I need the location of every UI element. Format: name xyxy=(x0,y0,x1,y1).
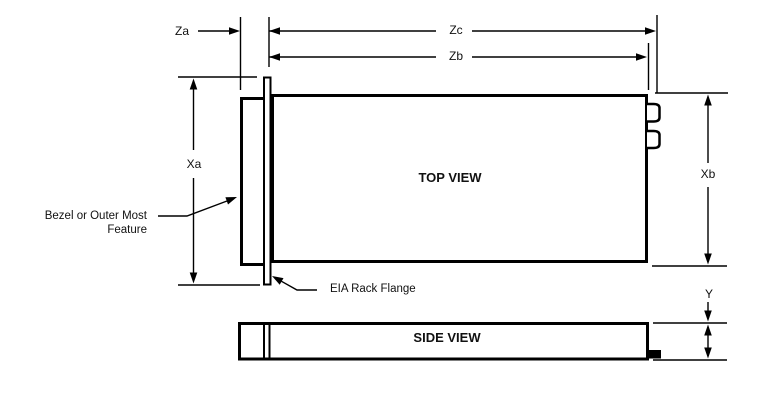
bezel-callout-text: Bezel or Outer Most Feature xyxy=(27,209,147,237)
bezel-callout-line2: Feature xyxy=(107,224,147,236)
za-arrowhead-right xyxy=(229,27,240,35)
zb-arrowhead-left xyxy=(269,53,280,61)
xa-arrowhead-up xyxy=(189,78,198,90)
y-arrowhead-down xyxy=(704,347,712,359)
bezel-callout-line1: Bezel or Outer Most xyxy=(44,210,147,222)
zb-dimension-label: Zb xyxy=(448,49,463,63)
zc-dimension-label: Zc xyxy=(449,23,463,37)
xb-arrowhead-up xyxy=(704,94,712,106)
eia-rack-flange-outline xyxy=(263,76,272,286)
side-view-outline xyxy=(238,322,649,361)
eia-flange-callout-text: EIA Rack Flange xyxy=(330,283,416,295)
eia-flange-callout-arrowhead xyxy=(272,276,284,285)
top-view-chassis-outline xyxy=(271,94,648,263)
zc-arrowhead-right xyxy=(645,27,656,35)
side-view-title: SIDE VIEW xyxy=(413,330,481,345)
rear-tab-bottom xyxy=(647,129,661,150)
xb-arrowhead-down xyxy=(704,253,712,265)
y-arrowhead-outside-down xyxy=(704,310,712,322)
xa-dimension-label: Xa xyxy=(186,157,202,171)
side-view-rear-foot xyxy=(648,350,661,359)
rear-tab-top xyxy=(647,102,661,123)
bezel-callout-arrowhead xyxy=(225,197,237,205)
bezel-callout-leader xyxy=(158,200,228,217)
eia-flange-callout-leader xyxy=(281,280,317,291)
bezel-outline xyxy=(240,97,263,266)
zc-arrowhead-left xyxy=(269,27,280,35)
y-arrowhead-up xyxy=(704,324,712,336)
y-dimension-label: Y xyxy=(704,287,713,301)
za-dimension-label: Za xyxy=(174,24,189,38)
xb-dimension-label: Xb xyxy=(700,167,716,181)
top-view-title: TOP VIEW xyxy=(418,170,482,185)
xa-arrowhead-down xyxy=(189,272,198,284)
zb-arrowhead-right xyxy=(636,53,647,61)
